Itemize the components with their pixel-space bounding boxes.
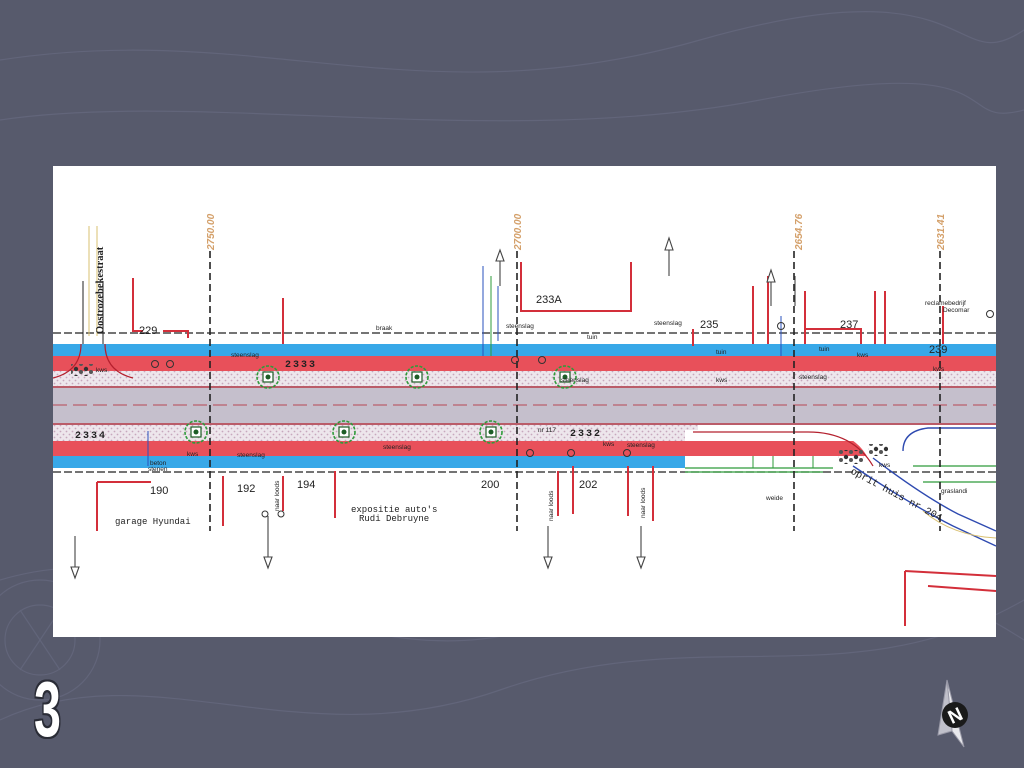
tree-icon — [405, 365, 429, 389]
note-steenslag: steenslag — [237, 452, 265, 459]
station-label: 2631.41 — [936, 213, 947, 251]
north-arrow-icon: N — [937, 679, 968, 748]
utility-lines — [147, 266, 782, 466]
note-steenslag: steenslag — [383, 444, 411, 451]
note-reclamebedrijf: reclamebedrijf — [925, 300, 966, 307]
note-expositie-name: Rudi Debruyne — [359, 514, 429, 524]
note-kws: kws — [879, 462, 891, 469]
note-braak: braak — [376, 325, 393, 332]
note-tuin: tuin — [587, 334, 598, 341]
note-decomar: Decomar — [943, 307, 970, 314]
note-garage: garage Hyundai — [115, 517, 191, 527]
note-naar-loods: naar loods — [640, 487, 647, 518]
house-number: 190 — [150, 485, 168, 497]
house-number: 229 — [139, 325, 157, 337]
chainage-lines — [209, 251, 941, 531]
street-trees — [184, 365, 577, 444]
station-labels: 2750.00 2700.00 2654.76 2631.41 — [206, 213, 947, 251]
house-number: 202 — [579, 479, 597, 491]
north-sidewalk — [53, 344, 996, 356]
note-steenslag: steenslag — [799, 374, 827, 381]
note-naar-loods: naar loods — [548, 490, 555, 521]
note-steenslag: steenslag — [231, 352, 259, 359]
direction-arrows — [70, 236, 796, 580]
slide-number: 3 — [34, 665, 61, 753]
tree-icon — [256, 365, 280, 389]
note-steenslag: steenslag — [654, 320, 682, 327]
note-kws: kws — [933, 366, 945, 373]
house-number: 233A — [536, 294, 562, 306]
note-steenslag: steenslag — [627, 442, 655, 449]
note-stenen: stenen — [148, 466, 168, 473]
tree-icon — [553, 365, 577, 389]
street-furniture — [151, 310, 994, 518]
south-cycle-lane — [53, 441, 996, 456]
house-number: 239 — [929, 344, 947, 356]
note-naar-loods: naar loods — [274, 480, 281, 511]
note-graslandi: graslandi — [941, 488, 967, 495]
station-label: 2750.00 — [206, 213, 217, 251]
south-sidewalk — [53, 456, 685, 468]
tree-icon — [184, 420, 208, 444]
house-number: 237 — [840, 319, 858, 331]
note-beton: beton — [150, 460, 167, 467]
house-number: 192 — [237, 483, 255, 495]
tree-icon — [479, 420, 503, 444]
south-hatched-strip — [53, 425, 698, 441]
street-name: Oostrozebekestraat — [95, 246, 106, 334]
note-kws: kws — [603, 441, 615, 448]
segment-label: 2333 — [285, 360, 317, 371]
house-number: 235 — [700, 319, 718, 331]
station-label: 2654.76 — [794, 213, 805, 251]
note-kws: kws — [96, 367, 108, 374]
tree-icon — [332, 420, 356, 444]
note-expositie: expositie auto's — [351, 505, 437, 515]
road-plan-drawing: 2750.00 2700.00 2654.76 2631.41 Oostroze… — [53, 213, 996, 626]
note-tuin: tuin — [819, 346, 830, 353]
house-number: 194 — [297, 479, 315, 491]
carriageway — [53, 386, 996, 425]
house-number: 200 — [481, 479, 499, 491]
segment-label: 2334 — [75, 431, 107, 442]
note-kws: kws — [857, 352, 869, 359]
north-cycle-lane — [53, 356, 996, 371]
note-tuin: tuin — [716, 349, 727, 356]
note-kws: kws — [187, 451, 199, 458]
note-steenslag: steenslag — [561, 377, 589, 384]
note-kws: kws — [716, 377, 728, 384]
note-steenslag: steenslag — [506, 323, 534, 330]
note-nr117: nr 117 — [538, 427, 556, 434]
note-weide: weide — [765, 495, 783, 502]
lot-boundaries — [96, 262, 996, 626]
north-hatched-strip — [53, 371, 996, 386]
road-plan-sheet: 2750.00 2700.00 2654.76 2631.41 Oostroze… — [53, 166, 996, 637]
road-structure — [53, 226, 996, 547]
station-label: 2700.00 — [513, 213, 524, 251]
segment-label: 2332 — [570, 429, 602, 440]
